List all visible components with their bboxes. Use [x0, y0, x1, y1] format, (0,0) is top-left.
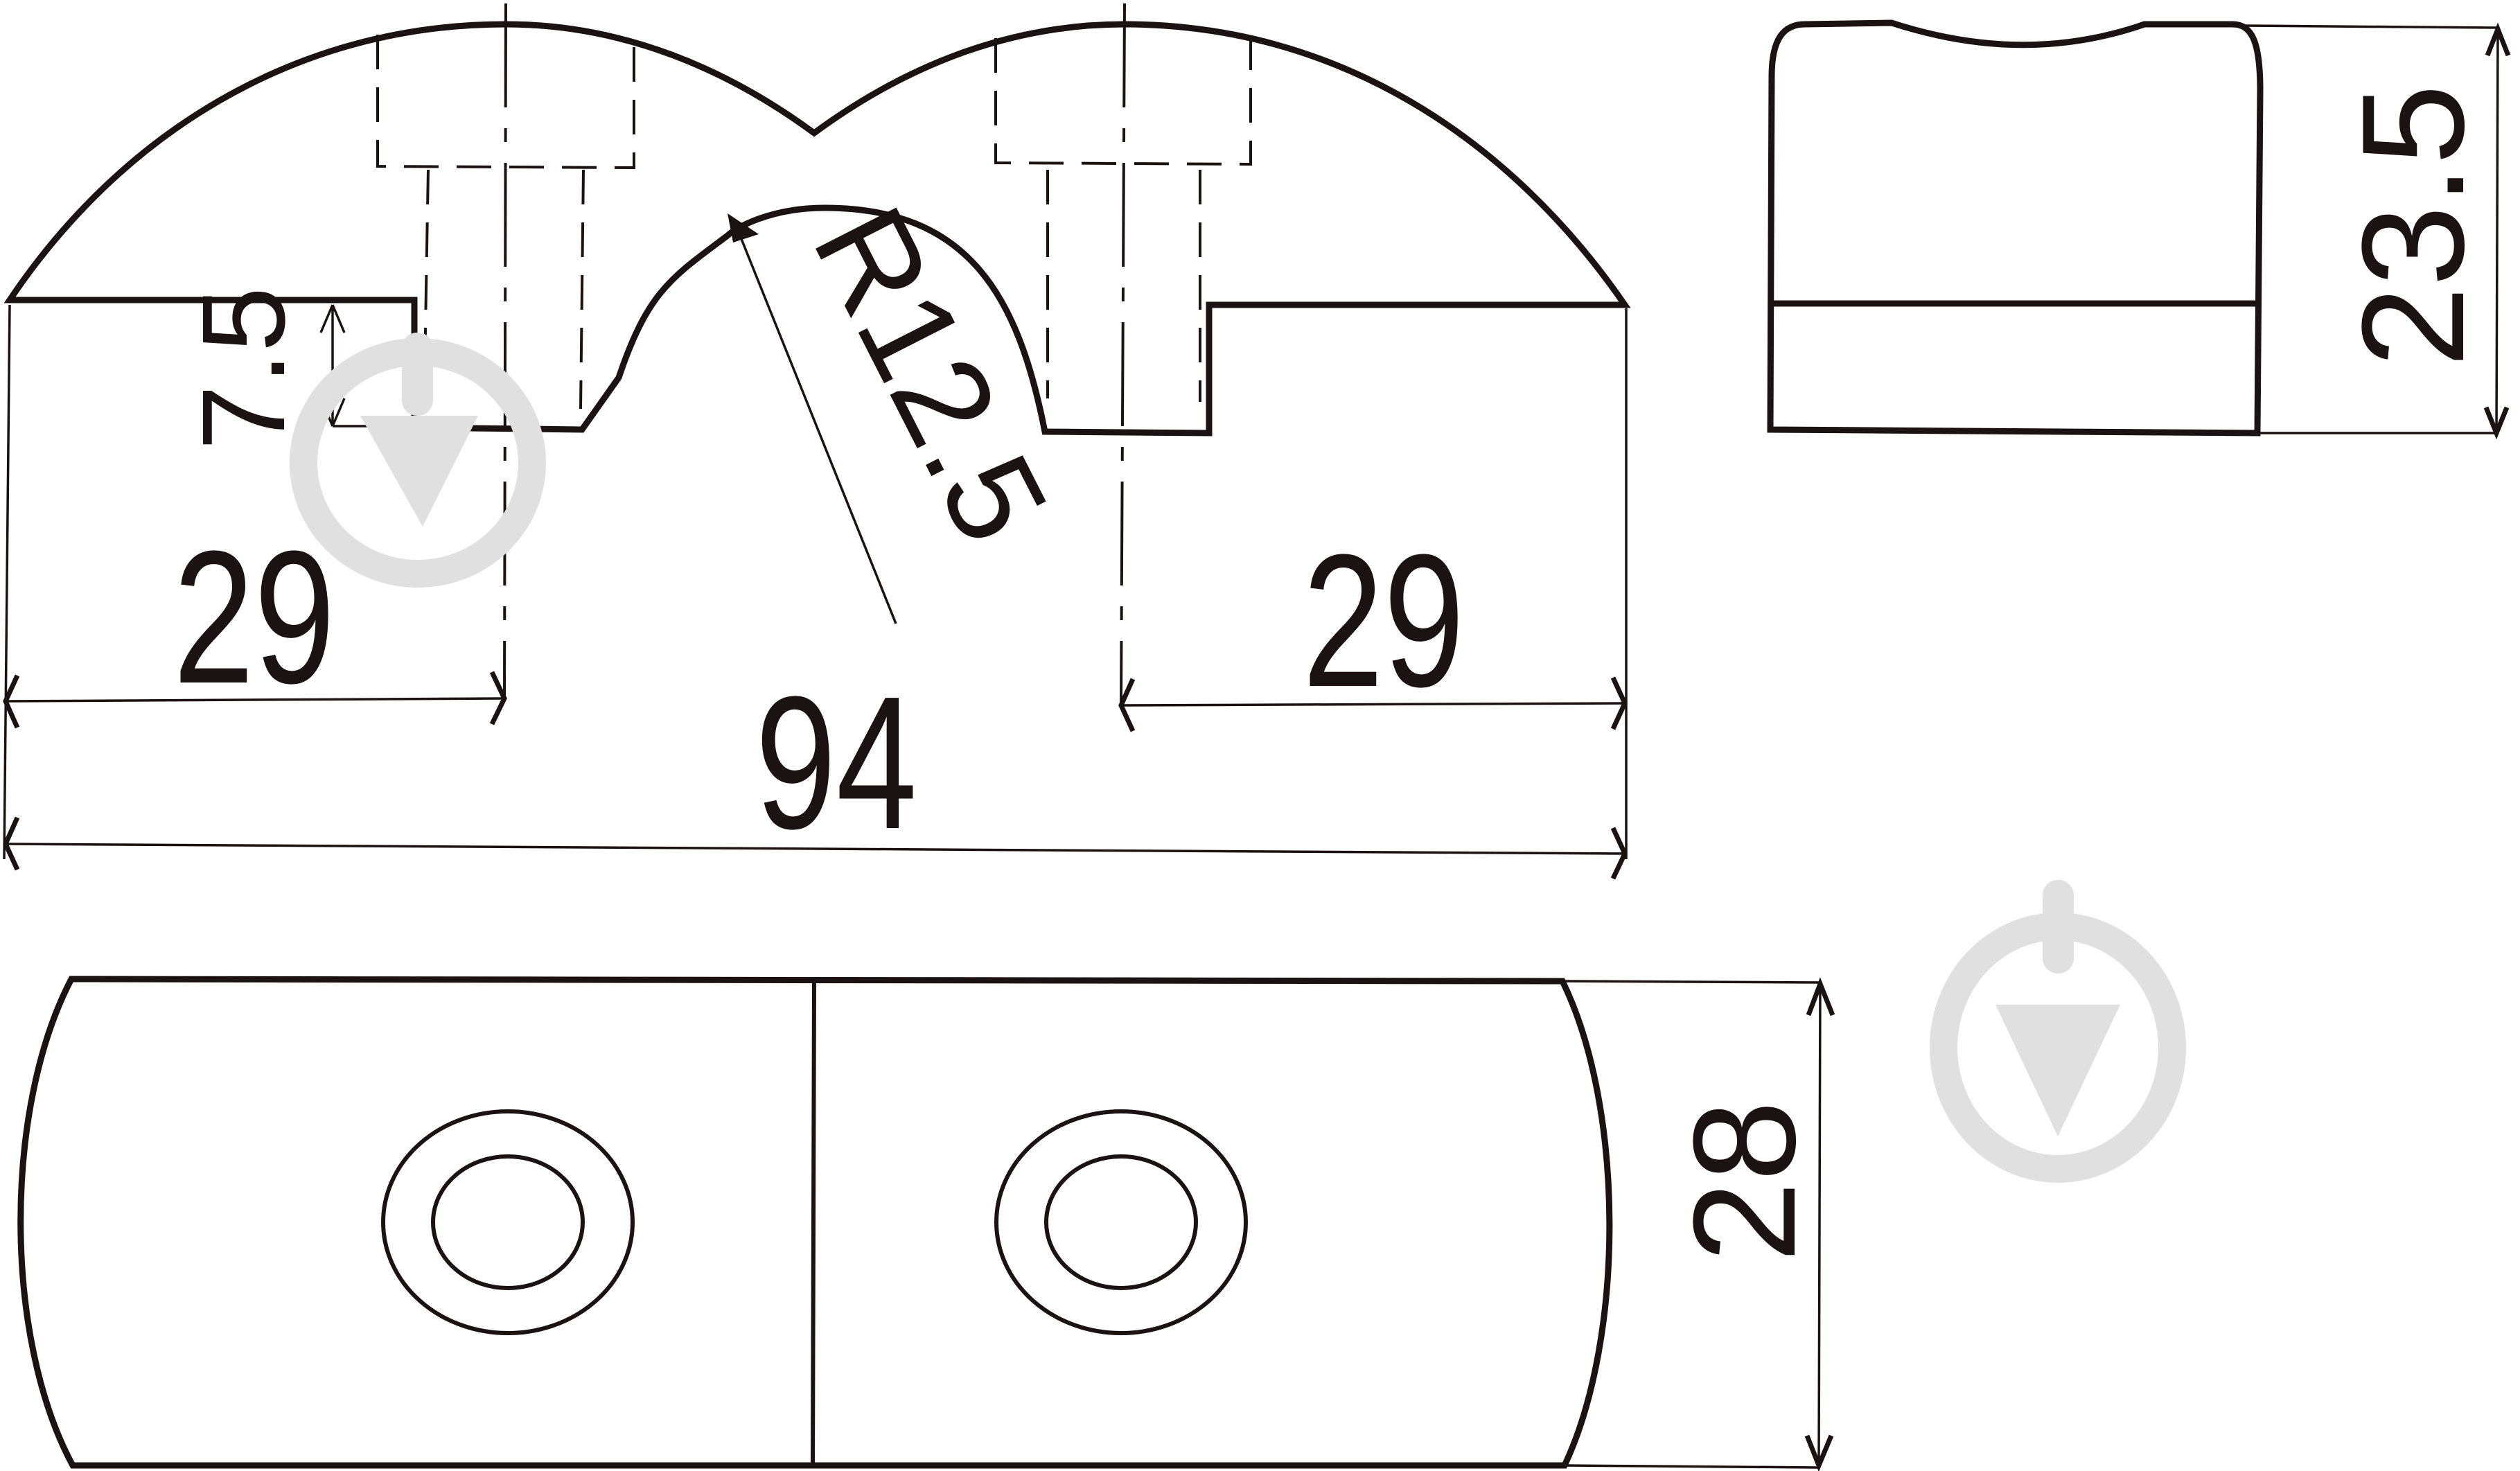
dim-arrow [2483, 22, 2511, 440]
front-view: R12.5 7.5 29 29 94 [3, 3, 1631, 880]
side-extension-top [2243, 24, 2499, 29]
front-outline [3, 21, 1631, 437]
radius-leader-line [733, 221, 897, 624]
hidden-hole-left [423, 169, 585, 409]
centerline-left [503, 3, 507, 701]
dim-label-94: 94 [755, 657, 917, 868]
hidden-counterbore-left [376, 35, 635, 170]
counterbore-outer-left [381, 1109, 635, 1335]
top-divider [811, 980, 816, 1466]
dim-label-28: 28 [1663, 1100, 1826, 1262]
side-outline [1767, 19, 2264, 437]
dim-arrow [3, 816, 1628, 880]
dim-arrow [3, 671, 507, 729]
side-view: 23.5 [1767, 19, 2511, 440]
pushpin-watermark-icon [290, 333, 546, 588]
dim-arrow [1804, 977, 1835, 1471]
dim-arrow [1118, 676, 1628, 732]
hidden-hole-right [1046, 170, 1201, 402]
pushpin-watermark-icon [1930, 880, 2186, 1183]
dim-line-29-right [1120, 702, 1625, 707]
dim-line-29-left [5, 697, 505, 703]
dim-line-23-5 [2495, 28, 2499, 434]
top-extension-bottom [1564, 1464, 1819, 1469]
extension-line-left [3, 304, 11, 860]
dim-line-28 [1817, 983, 1822, 1466]
slot-depth-label: 7.5 [178, 287, 310, 450]
dim-label-23-5: 23.5 [2332, 84, 2494, 367]
hidden-counterbore-right [994, 38, 1252, 166]
hole-inner-left [431, 1154, 585, 1290]
dim-label-29-left: 29 [173, 511, 335, 723]
top-view: 28 [17, 976, 1835, 1471]
dim-label-29-right: 29 [1303, 515, 1465, 726]
counterbore-outer-right [994, 1109, 1248, 1335]
dim-line-94 [5, 843, 1625, 855]
radius-arrowhead [728, 213, 759, 243]
centerline-right [1120, 3, 1126, 704]
top-extension-top [1562, 980, 1822, 984]
hole-inner-right [1044, 1154, 1198, 1290]
